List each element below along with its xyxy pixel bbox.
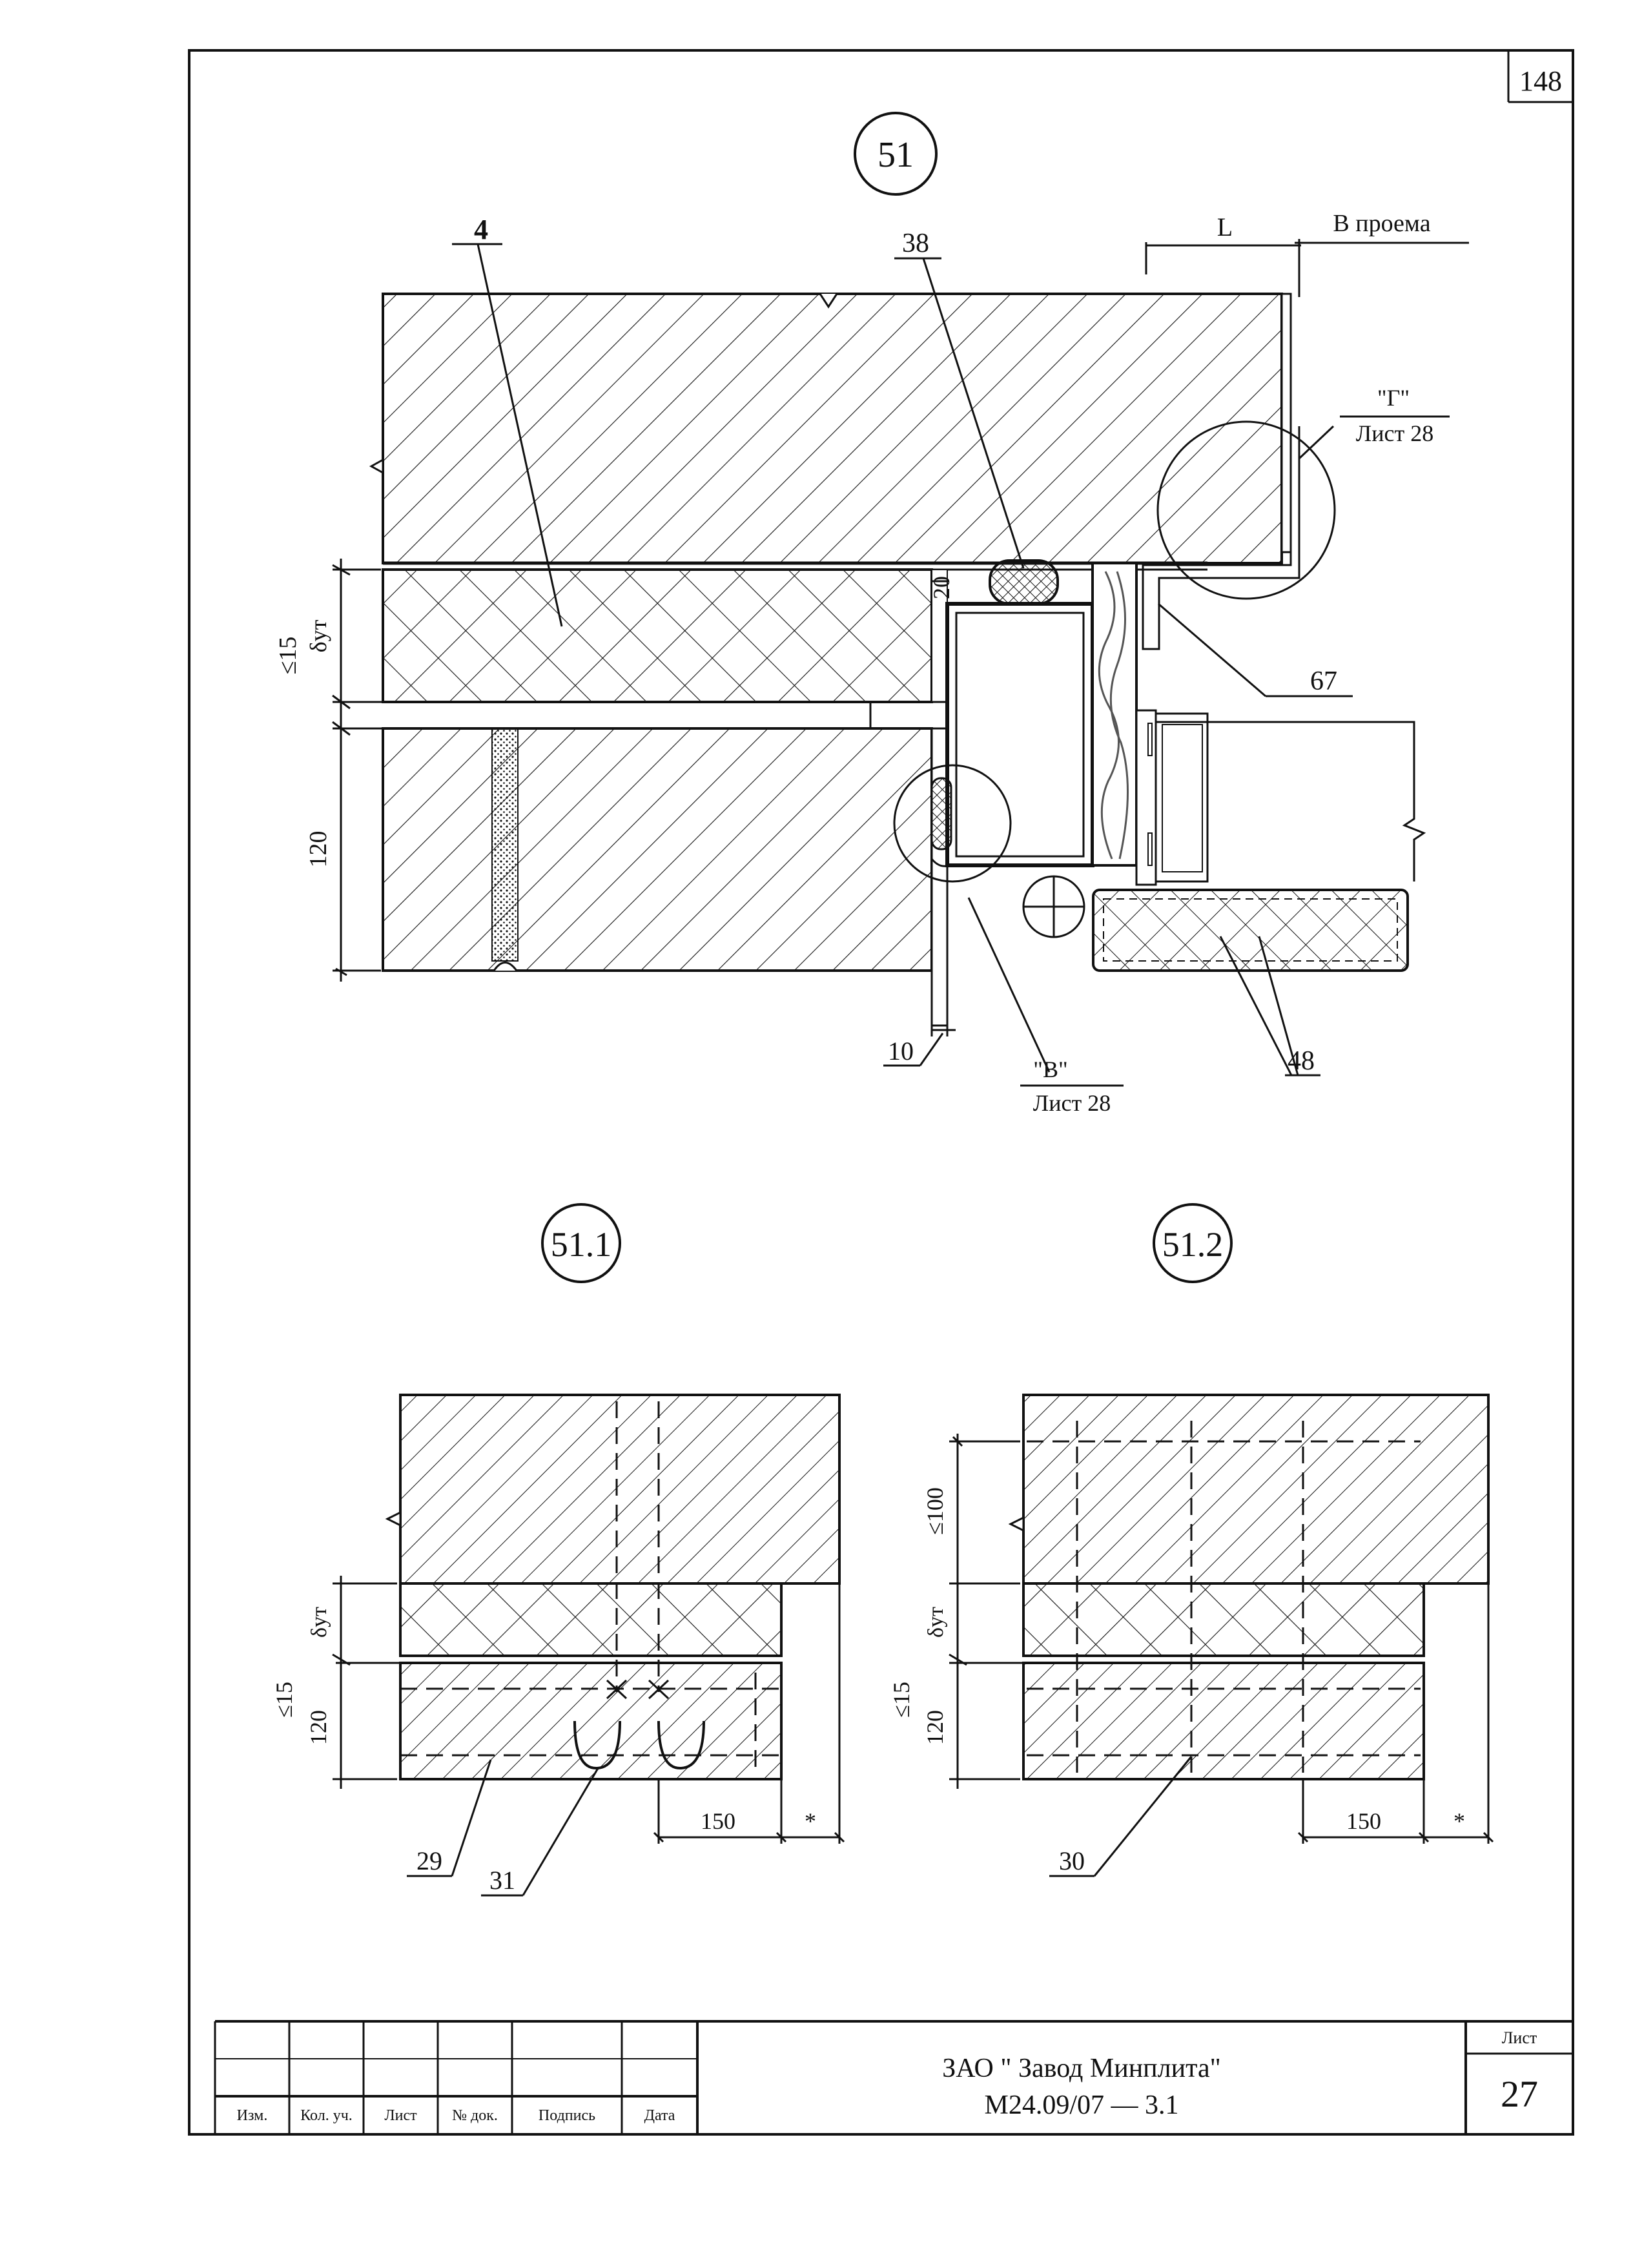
ref-V-mark: "В" xyxy=(1033,1057,1067,1082)
label-48: 48 xyxy=(1288,1046,1315,1076)
document-code: М24.09/07 — 3.1 xyxy=(984,2090,1179,2120)
dimensions-51 xyxy=(332,239,1469,1036)
ref-V-sheet: Лист 28 xyxy=(1033,1090,1111,1116)
detail-51-1: 51.1 xyxy=(271,1203,845,1897)
stamp-col-signature: Подпись xyxy=(538,2107,596,2124)
fastener-symbol xyxy=(1022,875,1085,938)
metal-flashing xyxy=(1142,426,1300,650)
ref-G-mark: "Г" xyxy=(1377,385,1410,411)
joint-gap xyxy=(333,701,949,730)
lower-panel-51-1 xyxy=(399,1662,783,1780)
dim-le15-51-1: ≤15 xyxy=(271,1682,297,1718)
sash-frame xyxy=(1135,709,1426,886)
label-67: 67 xyxy=(1310,666,1337,696)
dim-150-51-2: 150 xyxy=(1346,1808,1381,1834)
lower-panel-51-2 xyxy=(1022,1662,1425,1780)
lower-concrete-panel xyxy=(382,727,933,972)
organization-name: ЗАО " Завод Минплита" xyxy=(942,2054,1221,2083)
dashed-reinforcement-51-1 xyxy=(400,1401,781,1776)
label-10: 10 xyxy=(888,1036,914,1066)
stamp-col-docno: № док. xyxy=(452,2107,498,2124)
detail-51-title-circle xyxy=(854,112,938,196)
timber-frame xyxy=(1091,562,1138,867)
detail-51-2: 51.2 xyxy=(888,1203,1494,1877)
upper-panel-51-2 xyxy=(1022,1394,1490,1585)
leaders-51-2 xyxy=(1049,1756,1193,1877)
dim-delta-51-1: δут xyxy=(307,1607,331,1638)
label-4: 4 xyxy=(474,214,488,245)
upper-concrete-panel xyxy=(369,293,1292,571)
sealing-strip-10 xyxy=(930,727,949,1027)
detail-51-title: 51 xyxy=(878,135,914,175)
sealing-gasket-38 xyxy=(989,559,1059,605)
detail-51-1-title-circle xyxy=(541,1203,621,1283)
sheet-frame xyxy=(188,49,1574,2136)
label-29: 29 xyxy=(416,1846,442,1875)
star-51-2: * xyxy=(1453,1808,1465,1834)
insulation-layer xyxy=(382,568,933,703)
detail-51-2-title-circle xyxy=(1153,1203,1233,1283)
detail-51-1-title: 51.1 xyxy=(551,1225,612,1264)
stamp-col-count: Кол. уч. xyxy=(300,2107,353,2124)
dim-le100-51-2: ≤100 xyxy=(922,1487,948,1535)
dim-L: L xyxy=(1217,212,1233,242)
sheet-label: Лист xyxy=(1501,2028,1537,2047)
insulation-51-2 xyxy=(1022,1582,1425,1657)
dim-120-51-2: 120 xyxy=(922,1710,948,1745)
sealing-gasket-lower xyxy=(930,777,952,850)
dimensions-51-2 xyxy=(949,1434,1494,1844)
window-frame-profile xyxy=(945,602,1094,867)
leaders-51 xyxy=(452,243,1353,1077)
window-sill xyxy=(1092,889,1409,972)
dim-le15-51-2: ≤15 xyxy=(888,1682,914,1718)
dashed-reinforcement-51-2 xyxy=(1027,1421,1421,1773)
dim-20: 20 xyxy=(929,576,954,599)
label-38: 38 xyxy=(902,229,929,258)
dimensions-51-1 xyxy=(332,1576,845,1844)
ref-G-sheet: Лист 28 xyxy=(1356,420,1433,446)
dim-delta: δут xyxy=(305,619,331,652)
label-30: 30 xyxy=(1059,1846,1085,1875)
loop-anchors xyxy=(573,1720,705,1770)
detail-51-2-title: 51.2 xyxy=(1162,1225,1224,1264)
reference-circle-V xyxy=(893,764,1012,883)
reference-circle-G xyxy=(1156,420,1336,600)
dim-120-51-1: 120 xyxy=(305,1710,331,1745)
into-opening-label: В проема xyxy=(1333,210,1430,237)
upper-panel-51-1 xyxy=(399,1394,841,1585)
stamp-col-change: Изм. xyxy=(236,2107,268,2124)
weld-marks xyxy=(606,1679,670,1700)
dim-150-51-1: 150 xyxy=(701,1808,735,1834)
title-block xyxy=(215,2020,1573,2134)
stamp-col-date: Дата xyxy=(644,2107,675,2124)
insulation-51-1 xyxy=(399,1582,783,1657)
stamp-col-sheet: Лист xyxy=(384,2107,417,2124)
leaders-51-1 xyxy=(407,1759,599,1897)
dim-le15: ≤15 xyxy=(274,637,302,675)
dim-delta-51-2: δут xyxy=(924,1607,948,1638)
sheet-number: 27 xyxy=(1501,2073,1538,2115)
detail-51: 51 xyxy=(274,112,1469,1116)
star-51-1: * xyxy=(805,1808,816,1834)
dim-120: 120 xyxy=(305,831,332,868)
label-31: 31 xyxy=(489,1866,515,1895)
corner-sheet-number: 148 xyxy=(1519,65,1562,97)
